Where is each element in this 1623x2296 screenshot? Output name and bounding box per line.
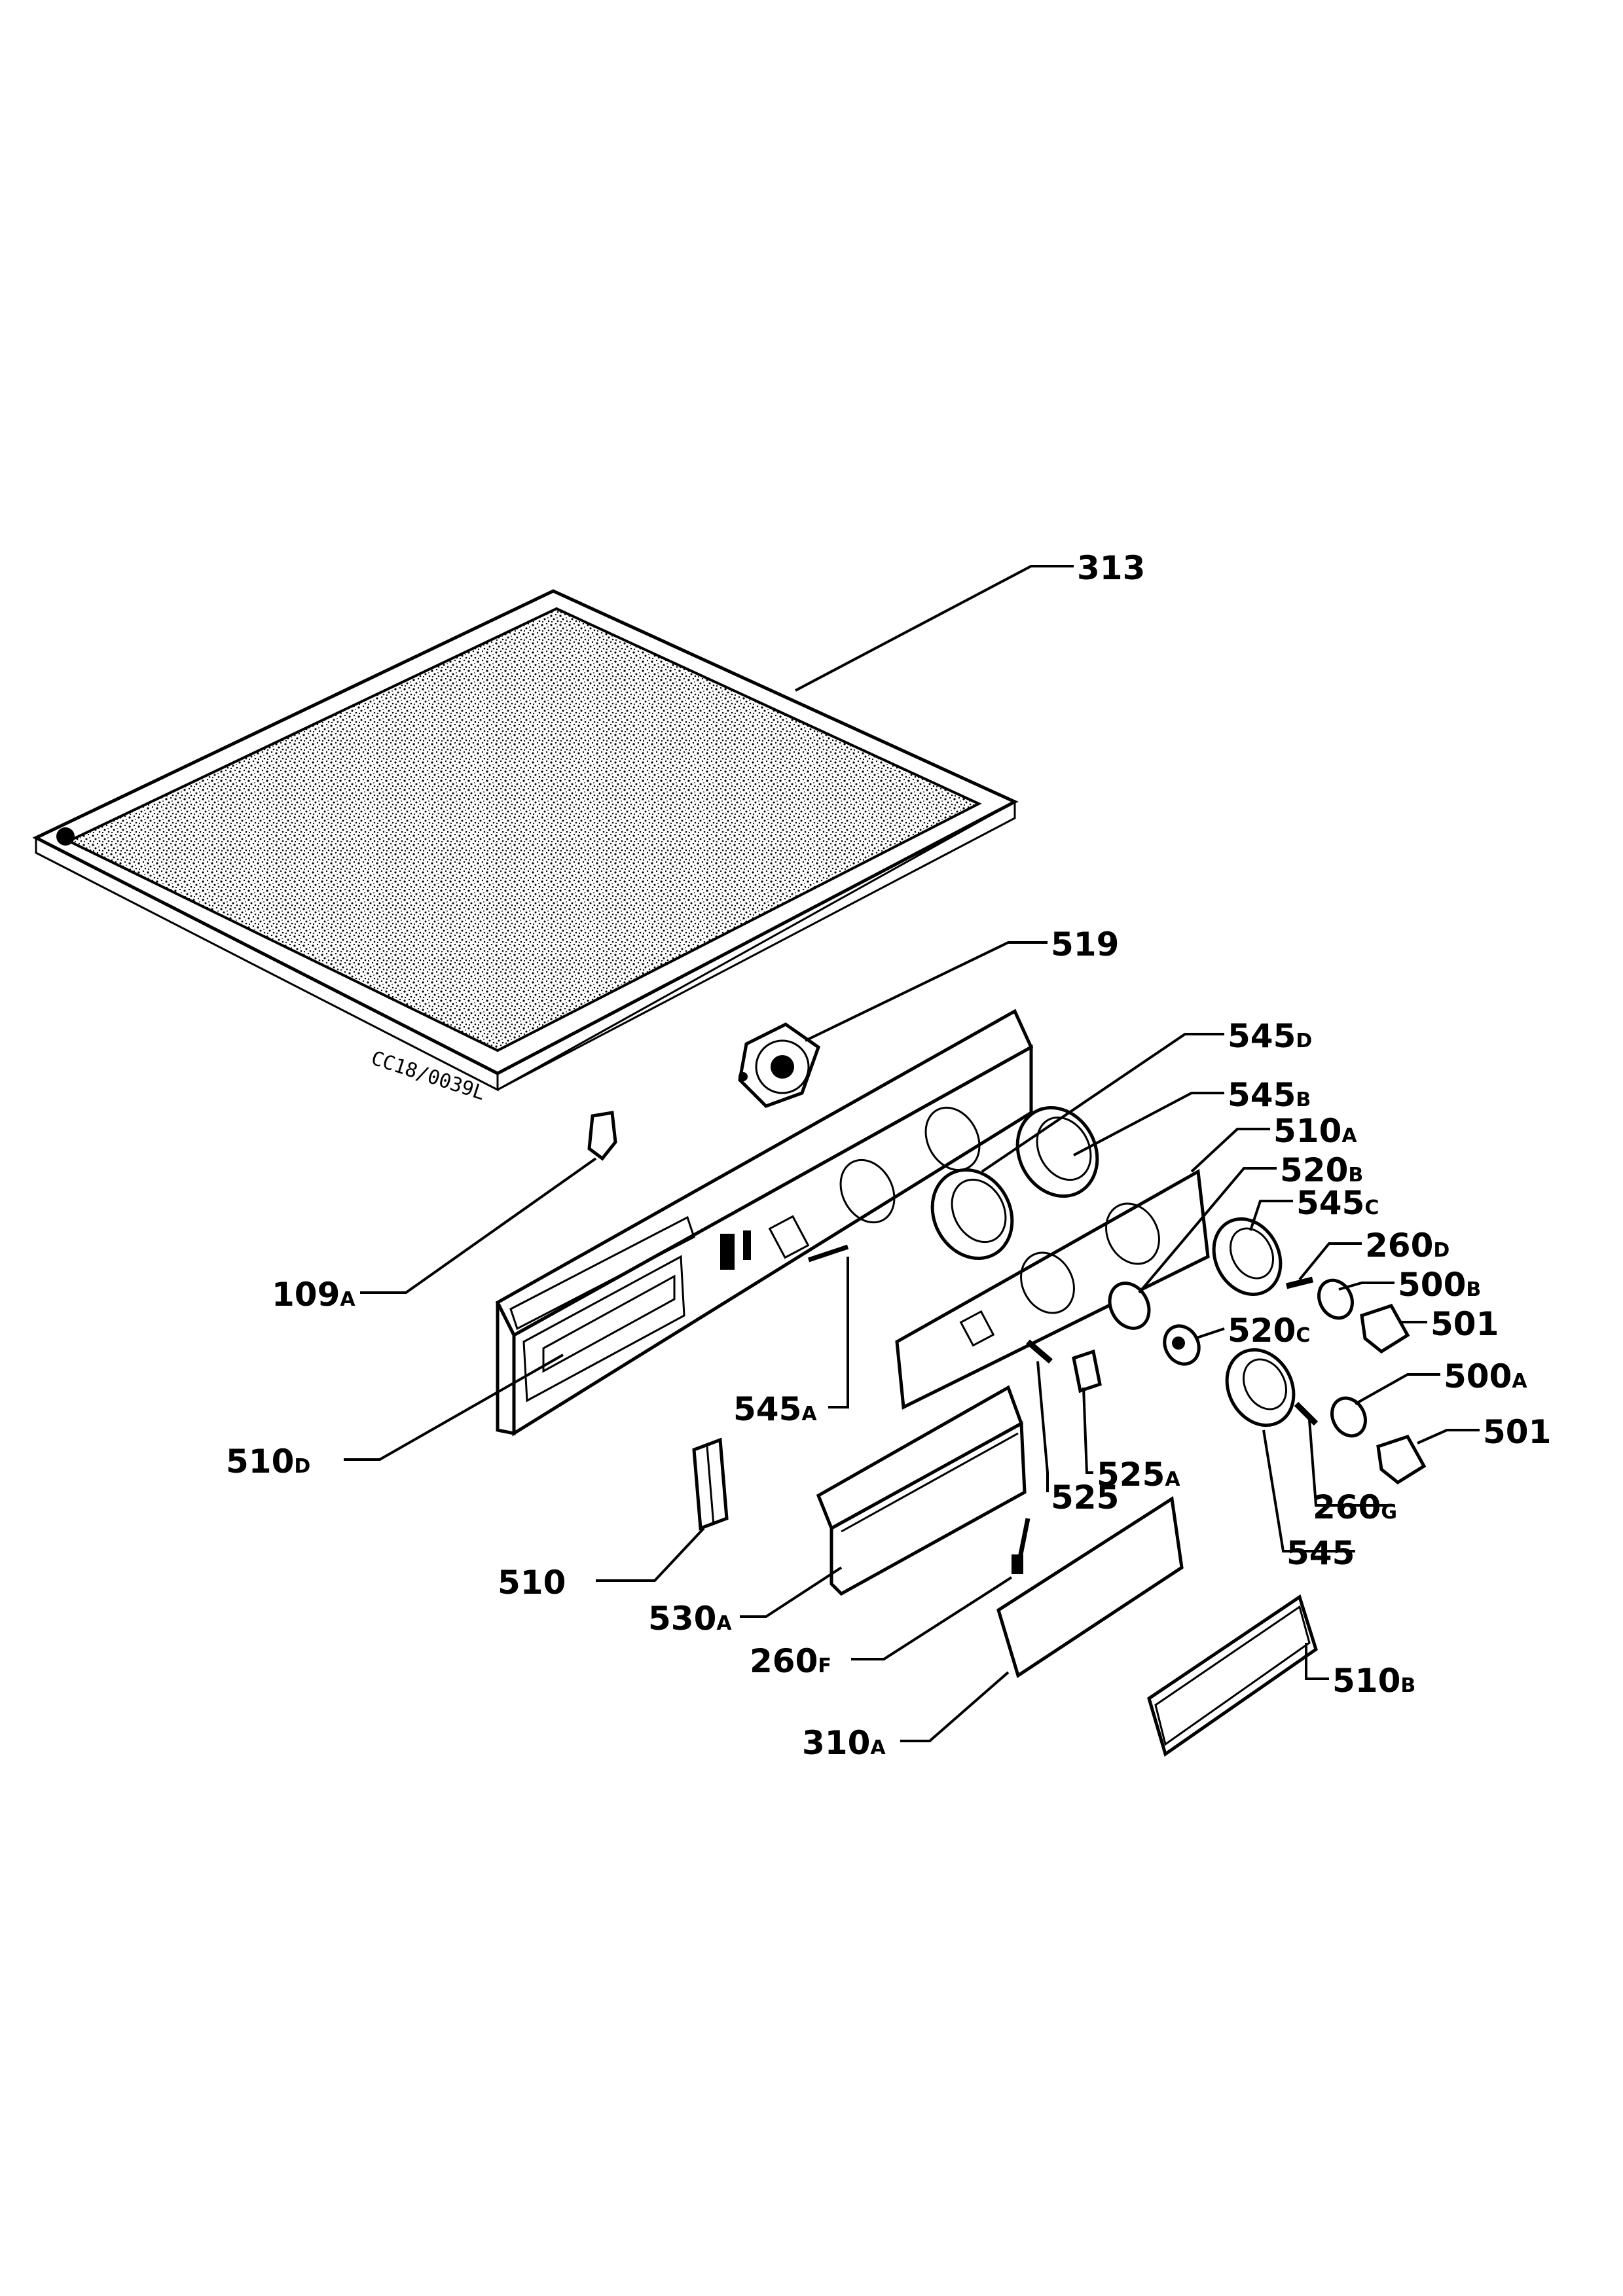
pin-545a: [807, 1244, 849, 1263]
cover-strip-310a: [996, 1496, 1184, 1678]
callout-500b: 500B: [1398, 1266, 1481, 1304]
switch-519: [738, 1022, 820, 1108]
spring-525: [1026, 1339, 1053, 1364]
callout-labels: 313 519 545D 545B 510A 520B 545C 260D 50…: [226, 549, 1551, 1762]
callout-520b: 520B: [1280, 1151, 1363, 1189]
callout-109a: 109A: [272, 1276, 356, 1314]
callout-500a: 500A: [1444, 1357, 1527, 1395]
screw-260f: [1012, 1518, 1030, 1574]
knob-501-upper: [1360, 1303, 1410, 1354]
knob-501-lower: [1376, 1434, 1427, 1485]
callout-260d: 260D: [1365, 1227, 1450, 1265]
callout-510b: 510B: [1332, 1662, 1415, 1700]
callout-520c: 520C: [1228, 1312, 1310, 1350]
screw-260g: [1294, 1401, 1319, 1426]
callout-510: 510: [498, 1564, 566, 1602]
handle-530a: [816, 1385, 1027, 1596]
callout-519: 519: [1051, 925, 1119, 963]
callout-545a: 545A: [733, 1390, 817, 1428]
callout-545b: 545B: [1228, 1076, 1311, 1114]
leader-lines: [344, 565, 1480, 1742]
plate-510b: [1147, 1594, 1318, 1757]
callout-510a: 510A: [1273, 1112, 1357, 1150]
callout-530a: 530A: [648, 1600, 732, 1638]
block-525a: [1072, 1349, 1102, 1393]
callout-310a: 310A: [802, 1724, 886, 1762]
callout-501-lower: 501: [1483, 1413, 1551, 1451]
washer-500b: [1317, 1278, 1354, 1320]
washer-500a: [1330, 1396, 1367, 1438]
callout-545c: 545C: [1296, 1184, 1379, 1222]
control-panel-510d: [495, 1009, 1034, 1437]
callout-525: 525: [1051, 1479, 1119, 1516]
callout-545: 545: [1286, 1534, 1355, 1572]
bezel-545: [1225, 1348, 1296, 1427]
callout-501-upper: 501: [1431, 1305, 1499, 1343]
callout-525a: 525A: [1097, 1456, 1180, 1494]
bezel-545c: [1212, 1217, 1283, 1297]
callout-313: 313: [1077, 549, 1145, 587]
clip-109a: [587, 1111, 617, 1161]
front-plate-510a: [895, 1168, 1210, 1410]
ring-545b: [1015, 1105, 1099, 1198]
callout-510d: 510D: [226, 1443, 310, 1480]
bracket-510: [692, 1437, 729, 1531]
callout-260f: 260F: [750, 1642, 831, 1680]
callout-545d: 545D: [1228, 1017, 1312, 1055]
ring-545d: [930, 1168, 1014, 1261]
screw-260d: [1285, 1276, 1314, 1289]
callout-260g: 260G: [1313, 1488, 1397, 1526]
spring-520b: [1108, 1282, 1151, 1330]
filter-panel-313: [32, 589, 1019, 1092]
spring-520c: [1163, 1324, 1201, 1366]
